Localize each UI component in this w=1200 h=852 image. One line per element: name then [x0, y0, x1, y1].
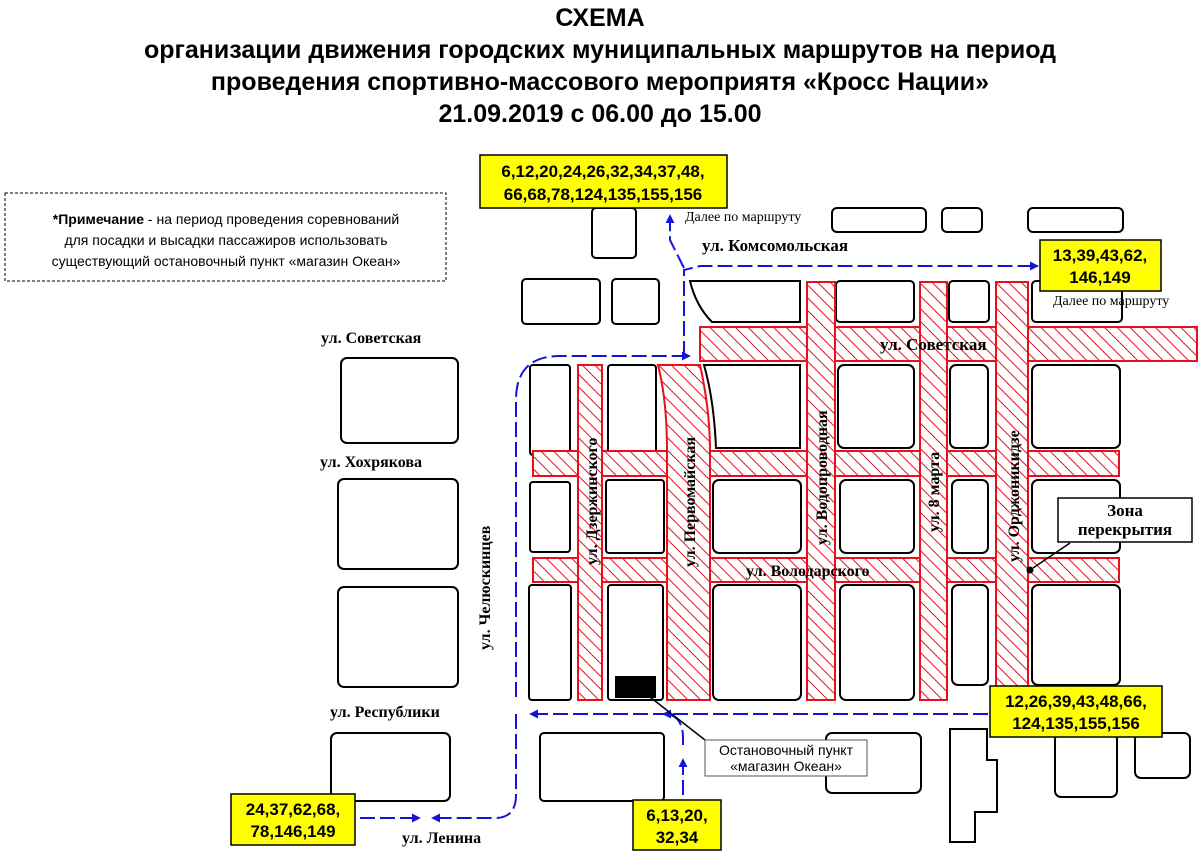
further-route-label-top: Далее по маршруту [685, 210, 801, 225]
route-box-left-bottom-line-2: 78,146,149 [250, 822, 335, 841]
street-label-respubliki: ул. Республики [330, 704, 440, 721]
zone-leader-line [1032, 542, 1071, 569]
street-label-dzerzhinskogo: ул. Дзержинского [584, 438, 601, 565]
route-arrow [662, 709, 684, 745]
zone-leader-dot [1026, 566, 1034, 574]
closure-8-marta [919, 281, 948, 701]
street-label-volodarskogo: ул. Володарского [746, 563, 870, 580]
city-block [611, 278, 660, 325]
city-block [337, 478, 459, 570]
route-arrow [665, 214, 685, 269]
city-block [605, 479, 665, 554]
city-block [688, 280, 801, 323]
street-label-chelyuskintsev: ул. Челюскинцев [477, 525, 494, 650]
route-box-right-bottom-line-2: 124,135,155,156 [1012, 714, 1140, 733]
city-block [330, 732, 451, 802]
zone-label-line-2: перекрытия [1078, 520, 1172, 539]
route-arrow [683, 261, 1039, 356]
city-block [591, 207, 637, 259]
city-block [528, 584, 572, 701]
city-block [337, 586, 459, 688]
city-block [948, 280, 990, 323]
route-arrow [515, 351, 691, 697]
route-box-bottom-line-2: 32,34 [656, 828, 699, 847]
city-block [702, 364, 801, 449]
street-label-lenina: ул. Ленина [402, 830, 481, 847]
title-line-2: организации движения городских муниципал… [143, 36, 1057, 64]
city-block [831, 207, 927, 233]
city-block [837, 364, 915, 449]
city-block [1031, 364, 1121, 449]
city-block [839, 479, 915, 554]
route-box-top: 6,12,20,24,26,32,34,37,48, 66,68,78,124,… [479, 154, 728, 209]
closure-dzerzhinskogo [577, 364, 603, 701]
zone-label-box: Зона перекрытия [1057, 497, 1193, 543]
route-box-top-line-2: 66,68,78,124,135,155,156 [504, 185, 703, 204]
note-line-1: *Примечание - на период проведения сорев… [53, 211, 399, 227]
city-block [835, 280, 915, 323]
street-label-pervomayskaya: ул. Первомайская [682, 437, 699, 567]
note-box: *Примечание - на период проведения сорев… [4, 192, 447, 282]
closure-zone [532, 281, 1198, 701]
city-block [607, 584, 664, 701]
street-label-sovetskaya: ул. Советская [880, 335, 987, 354]
city-block [1027, 207, 1124, 233]
route-box-right-top-line-2: 146,149 [1069, 268, 1130, 287]
city-block [941, 207, 983, 233]
street-label-vodoprovodnaya: ул. Водопроводная [814, 410, 831, 545]
title-line-3: проведения спортивно-массового мероприят… [210, 68, 990, 96]
city-block [529, 364, 571, 456]
closure-vodoprovodnaya [806, 281, 836, 701]
city-block [521, 278, 601, 325]
city-block [839, 584, 915, 701]
city-block [949, 364, 989, 449]
city-block [949, 728, 998, 843]
bus-stop-label-line-1: Остановочный пункт [719, 742, 854, 758]
note-line-3: существующий остановочный пункт «магазин… [52, 253, 401, 269]
closure-sovetskaya [699, 326, 1198, 362]
city-block [712, 584, 802, 701]
city-block [607, 364, 657, 456]
city-block [1134, 732, 1191, 779]
city-block [951, 584, 989, 686]
route-box-right-bottom-line-1: 12,26,39,43,48,66, [1005, 692, 1147, 711]
city-block [529, 481, 571, 553]
route-box-bottom-line-1: 6,13,20, [646, 806, 707, 825]
city-block [712, 479, 802, 554]
bus-stop-marker [615, 676, 656, 698]
route-box-right-top: 13,39,43,62, 146,149 [1039, 239, 1162, 292]
closure-pervomayskaya [656, 364, 711, 701]
further-route-label-right: Далее по маршруту [1053, 294, 1169, 309]
note-line-2: для посадки и высадки пассажиров использ… [64, 232, 387, 248]
route-box-right-top-line-1: 13,39,43,62, [1053, 246, 1148, 265]
zone-label-line-1: Зона [1107, 501, 1143, 520]
map-title: СХЕМА организации движения городских мун… [0, 2, 1200, 130]
bus-stop-label-line-2: «магазин Океан» [730, 758, 842, 774]
street-label-komsomolskaya: ул. Комсомольская [702, 236, 848, 255]
title-line-4: 21.09.2019 с 06.00 до 15.00 [438, 100, 762, 128]
route-box-top-line-1: 6,12,20,24,26,32,34,37,48, [501, 162, 704, 181]
city-block [1031, 584, 1121, 686]
street-label-sovetskaya-left: ул. Советская [321, 330, 422, 347]
street-label-8-marta: ул. 8 марта [926, 452, 943, 532]
route-box-left-bottom: 24,37,62,68, 78,146,149 [230, 793, 356, 846]
bus-stop-label-box: Остановочный пункт «магазин Океан» [704, 739, 868, 777]
route-arrow [431, 714, 517, 823]
street-label-ordzhonikidze: ул. Орджоникидзе [1006, 430, 1023, 562]
city-block [951, 479, 989, 554]
street-label-khokhryakova: ул. Хохрякова [320, 454, 422, 471]
route-arrows [360, 214, 1039, 823]
city-block [539, 732, 665, 802]
route-box-left-bottom-line-1: 24,37,62,68, [246, 800, 341, 819]
route-box-bottom: 6,13,20, 32,34 [632, 799, 722, 851]
city-block [340, 357, 459, 444]
bus-stop-leader [649, 696, 706, 741]
title-line-1: СХЕМА [555, 4, 645, 32]
city-blocks [330, 207, 1191, 843]
route-box-right-bottom: 12,26,39,43,48,66, 124,135,155,156 [989, 685, 1163, 738]
city-block [1054, 732, 1118, 798]
